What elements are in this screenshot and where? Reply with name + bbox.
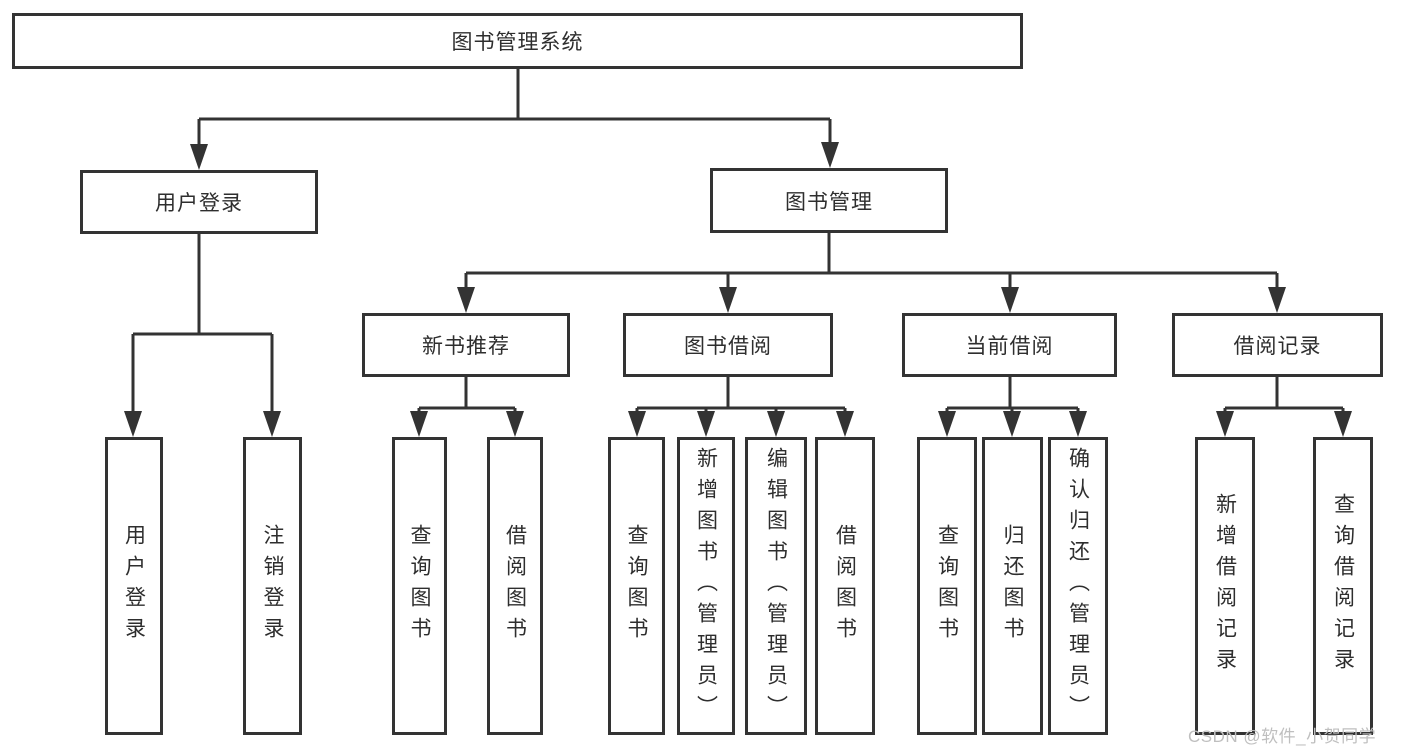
connector-new-book	[410, 377, 524, 437]
watermark: CSDN @软件_小贺同学	[1188, 727, 1377, 746]
node-current-borrow: 当前借阅	[902, 313, 1117, 377]
leaf-user-login-label: 用户登录	[122, 524, 146, 648]
leaf-nb-query-books: 查询图书	[392, 437, 447, 735]
leaf-br-add-record-label: 新增借阅记录	[1213, 493, 1237, 679]
node-book-mgmt: 图书管理	[710, 168, 948, 233]
node-user-login: 用户登录	[80, 170, 318, 234]
leaf-bb-add-books-admin-label: 新增图书（管理员）	[694, 446, 718, 726]
leaf-cb-confirm-return-admin-label: 确认归还（管理员）	[1066, 446, 1090, 726]
leaf-bb-add-books-admin: 新增图书（管理员）	[677, 437, 735, 735]
leaf-br-query-record-label: 查询借阅记录	[1331, 493, 1355, 679]
leaf-cb-return-books: 归还图书	[982, 437, 1043, 735]
node-borrow-records-label: 借阅记录	[1233, 335, 1322, 358]
connector-book-borrow	[628, 377, 854, 437]
leaf-cb-confirm-return-admin: 确认归还（管理员）	[1048, 437, 1108, 735]
leaf-bb-query-books-label: 查询图书	[625, 524, 648, 648]
leaf-nb-query-books-label: 查询图书	[408, 524, 431, 648]
leaf-logout: 注销登录	[243, 437, 302, 735]
leaf-cb-query-books-label: 查询图书	[935, 524, 959, 648]
leaf-user-login: 用户登录	[105, 437, 163, 735]
node-root: 图书管理系统	[12, 13, 1023, 69]
connector-current-borrow	[938, 377, 1087, 437]
node-current-borrow-label: 当前借阅	[965, 335, 1054, 358]
node-borrow-records: 借阅记录	[1172, 313, 1383, 377]
leaf-bb-borrow-books-label: 借阅图书	[833, 524, 857, 648]
node-book-borrow-label: 图书借阅	[684, 335, 772, 358]
leaf-cb-return-books-label: 归还图书	[1001, 524, 1024, 648]
node-user-login-label: 用户登录	[155, 192, 243, 215]
leaf-nb-borrow-books: 借阅图书	[487, 437, 543, 735]
leaf-br-add-record: 新增借阅记录	[1195, 437, 1255, 735]
leaf-nb-borrow-books-label: 借阅图书	[503, 524, 527, 648]
leaf-logout-label: 注销登录	[261, 524, 284, 648]
connector-book-mgmt	[457, 233, 1286, 313]
leaf-bb-edit-books-admin-label: 编辑图书（管理员）	[764, 446, 788, 726]
node-new-book-recommend: 新书推荐	[362, 313, 570, 377]
leaf-bb-edit-books-admin: 编辑图书（管理员）	[745, 437, 807, 735]
node-book-borrow: 图书借阅	[623, 313, 833, 377]
leaf-bb-query-books: 查询图书	[608, 437, 665, 735]
leaf-cb-query-books: 查询图书	[917, 437, 977, 735]
node-root-label: 图书管理系统	[451, 31, 584, 54]
leaf-bb-borrow-books: 借阅图书	[815, 437, 875, 735]
connector-borrow-records	[1216, 377, 1352, 437]
node-new-book-recommend-label: 新书推荐	[422, 335, 510, 358]
connector-root	[190, 69, 839, 170]
connector-user-login	[124, 234, 281, 437]
leaf-br-query-record: 查询借阅记录	[1313, 437, 1373, 735]
node-book-mgmt-label: 图书管理	[785, 190, 873, 214]
